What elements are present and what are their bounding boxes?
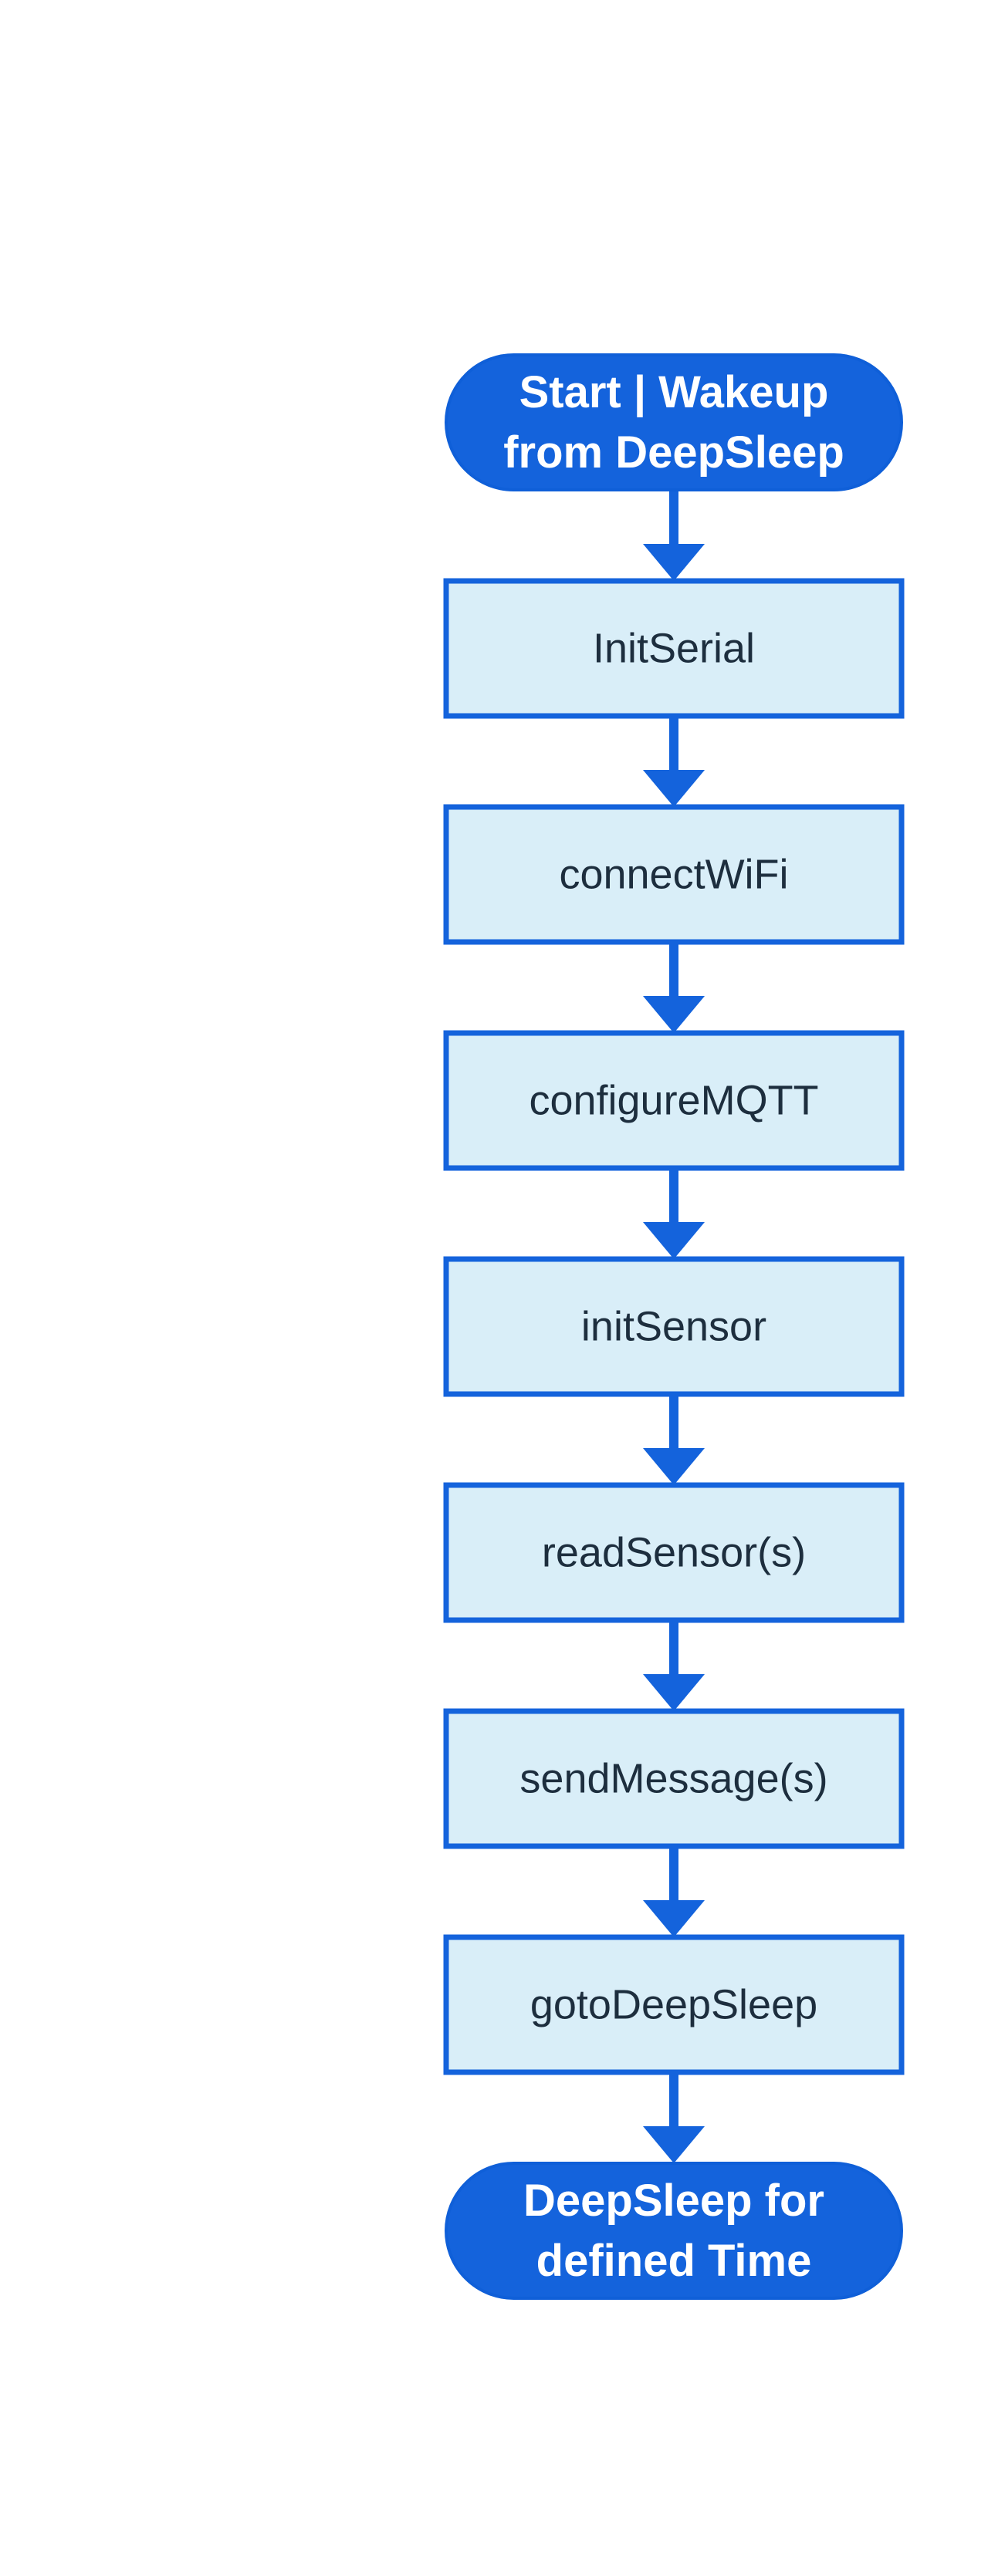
node-shape	[443, 578, 905, 719]
node-shape	[443, 1934, 905, 2075]
arrow-read-sensors-to-send-messages	[643, 1620, 705, 1711]
node-read-sensors: readSensor(s)	[443, 1482, 905, 1623]
node-shape	[445, 2162, 903, 2300]
arrow-send-messages-to-goto-deepsleep	[643, 1846, 705, 1937]
arrow-connect-wifi-to-configure-mqtt	[643, 942, 705, 1033]
node-shape	[443, 804, 905, 945]
node-init-sensor: initSensor	[443, 1256, 905, 1397]
node-label: readSensor(s)	[542, 1530, 806, 1576]
arrow-start-to-init-serial	[643, 490, 705, 581]
arrow-goto-deepsleep-to-deepsleep-end	[643, 2072, 705, 2163]
node-shape	[443, 1030, 905, 1171]
node-label: DeepSleep for	[523, 2176, 824, 2226]
node-label: gotoDeepSleep	[530, 1982, 817, 2028]
node-start: Start | Wakeup from DeepSleep	[445, 353, 903, 491]
node-label: sendMessage(s)	[519, 1756, 827, 1802]
node-label: Start | Wakeup	[519, 367, 829, 417]
node-shape	[443, 1482, 905, 1623]
node-label: InitSerial	[593, 626, 755, 672]
node-label: configureMQTT	[529, 1078, 818, 1124]
node-label: defined Time	[536, 2236, 812, 2286]
node-label: from DeepSleep	[503, 427, 844, 478]
node-connect-wifi: connectWiFi	[443, 804, 905, 945]
node-configure-mqtt: configureMQTT	[443, 1030, 905, 1171]
node-shape	[443, 1256, 905, 1397]
node-goto-deepsleep: gotoDeepSleep	[443, 1934, 905, 2075]
arrow-init-serial-to-connect-wifi	[643, 716, 705, 807]
arrow-configure-mqtt-to-init-sensor	[643, 1168, 705, 1259]
node-label: initSensor	[581, 1304, 766, 1350]
node-shape	[443, 1708, 905, 1849]
edges-layer	[643, 490, 705, 2163]
node-label: connectWiFi	[559, 852, 788, 898]
node-init-serial: InitSerial	[443, 578, 905, 719]
node-shape	[445, 353, 903, 491]
node-send-messages: sendMessage(s)	[443, 1708, 905, 1849]
arrow-init-sensor-to-read-sensors	[643, 1394, 705, 1485]
node-deepsleep-end: DeepSleep for defined Time	[445, 2162, 903, 2300]
